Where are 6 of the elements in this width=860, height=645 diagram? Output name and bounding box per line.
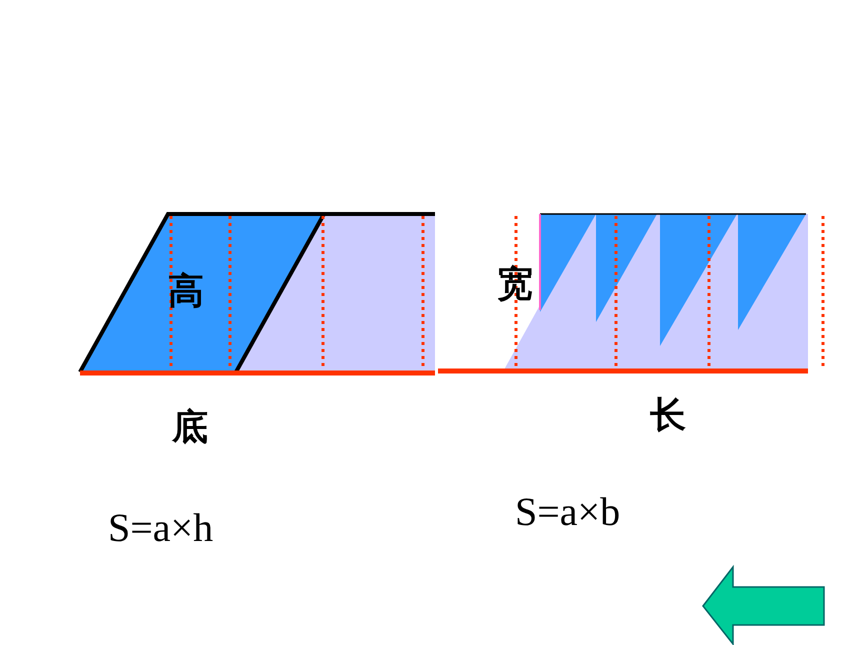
height-label: 高 [168, 274, 204, 310]
length-label: 长 [650, 398, 686, 434]
area-formula: S=a×b [515, 492, 620, 532]
width-label: 宽 [497, 267, 533, 303]
area-formula: S=a×h [108, 508, 214, 548]
base-label: 底 [172, 410, 208, 446]
